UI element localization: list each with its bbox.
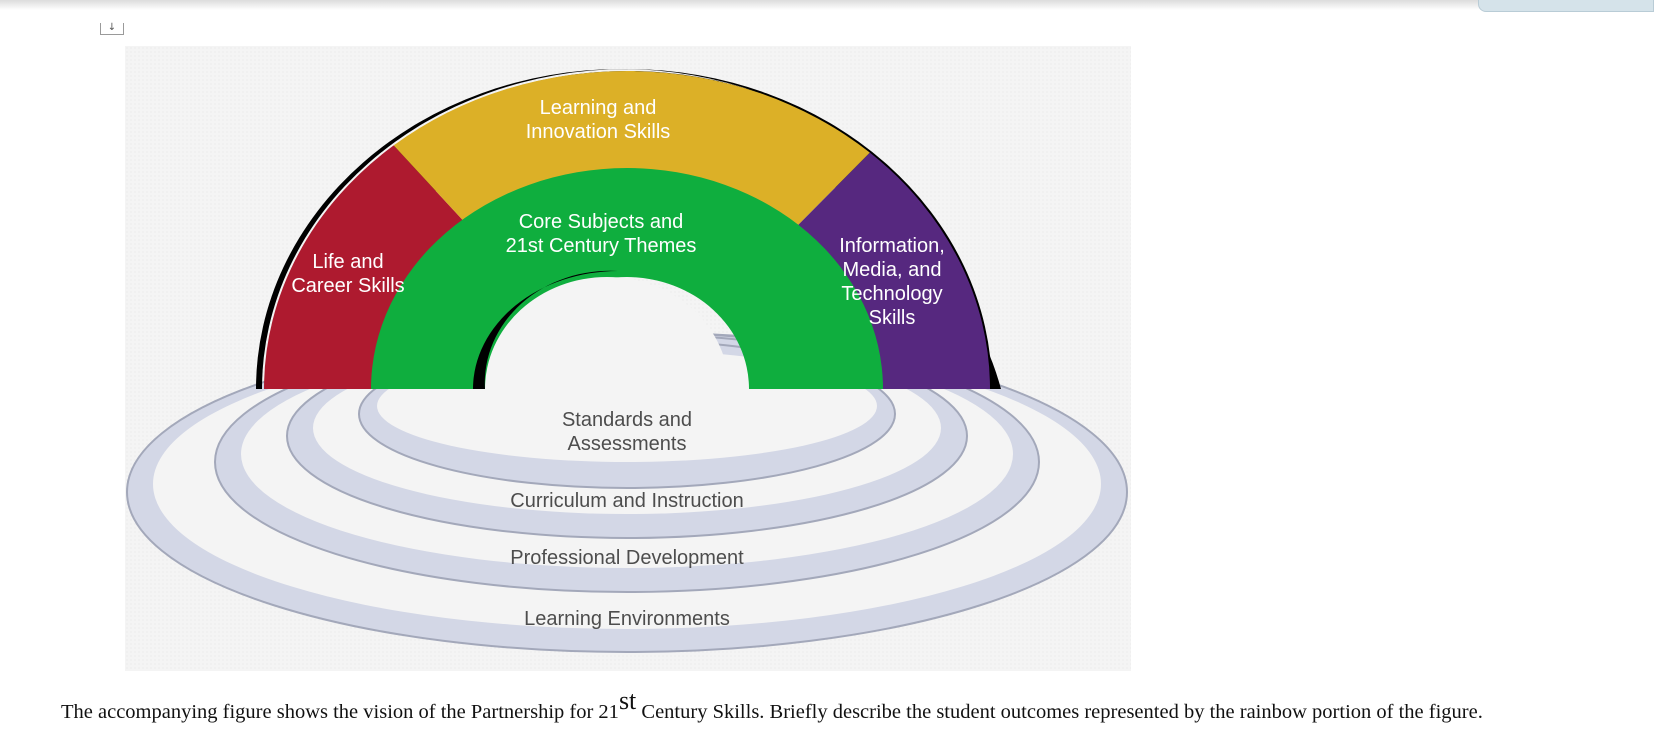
- ring-core-subjects: [371, 168, 883, 389]
- label-core-subjects: Core Subjects and 21st Century Themes: [505, 211, 697, 257]
- sector-information-media: [797, 152, 990, 389]
- caption-superscript: st: [618, 686, 637, 715]
- label-standards-assessments: Standards and Assessments: [561, 409, 693, 455]
- label-learning-environments: Learning Environments: [524, 608, 730, 630]
- top-shadow: [0, 0, 1654, 10]
- label-curriculum-instruction: Curriculum and Instruction: [510, 490, 744, 512]
- caption-text-start: The accompanying figure shows the vision…: [61, 701, 619, 723]
- inner-hole: [485, 277, 729, 389]
- figure-graphic: [126, 69, 1128, 653]
- caption-text-end: Century Skills. Briefly describe the stu…: [636, 701, 1483, 723]
- label-life-career: Life and Career Skills: [291, 251, 405, 297]
- rainbow-figure: Learning and Innovation Skills Life and …: [125, 46, 1131, 671]
- sector-life-career: [264, 145, 464, 389]
- rainbow-arch: [256, 69, 1001, 389]
- label-professional-development: Professional Development: [510, 547, 744, 569]
- figure-caption: The accompanying figure shows the vision…: [61, 688, 1641, 724]
- sector-learning-innovation: [393, 71, 870, 226]
- label-learning-innovation: Learning and Innovation Skills: [525, 97, 671, 143]
- label-information-media: Information, Media, and Technology Skill…: [839, 235, 945, 329]
- corner-tab[interactable]: [1478, 0, 1654, 12]
- expand-icon[interactable]: ↓: [100, 23, 124, 35]
